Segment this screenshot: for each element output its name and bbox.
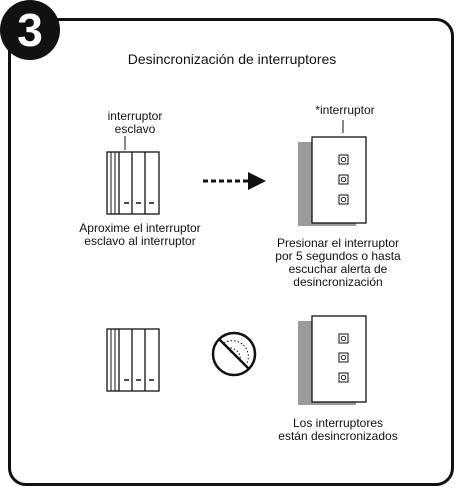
main-switch-top xyxy=(298,136,367,226)
slave-switch-label: interruptor esclavo xyxy=(107,109,163,136)
no-signal-icon xyxy=(211,331,257,377)
step-number: 3 xyxy=(17,4,43,56)
switch-label: *interruptor xyxy=(315,103,375,117)
approach-caption: Aproxime el interruptor esclavo al inter… xyxy=(79,221,201,248)
press-caption: Presionar el interruptor por 5 segundos … xyxy=(275,236,401,289)
result-caption: Los interruptores están desincronizados xyxy=(278,416,398,443)
approach-arrow xyxy=(203,172,266,190)
slave-switch-bottom xyxy=(106,328,160,392)
slave-switch-top xyxy=(106,151,160,215)
step-badge: 3 xyxy=(0,0,60,60)
diagram-title: Desincronización de interruptores xyxy=(127,51,337,67)
step-frame xyxy=(8,18,454,486)
main-switch-bottom xyxy=(298,315,367,405)
